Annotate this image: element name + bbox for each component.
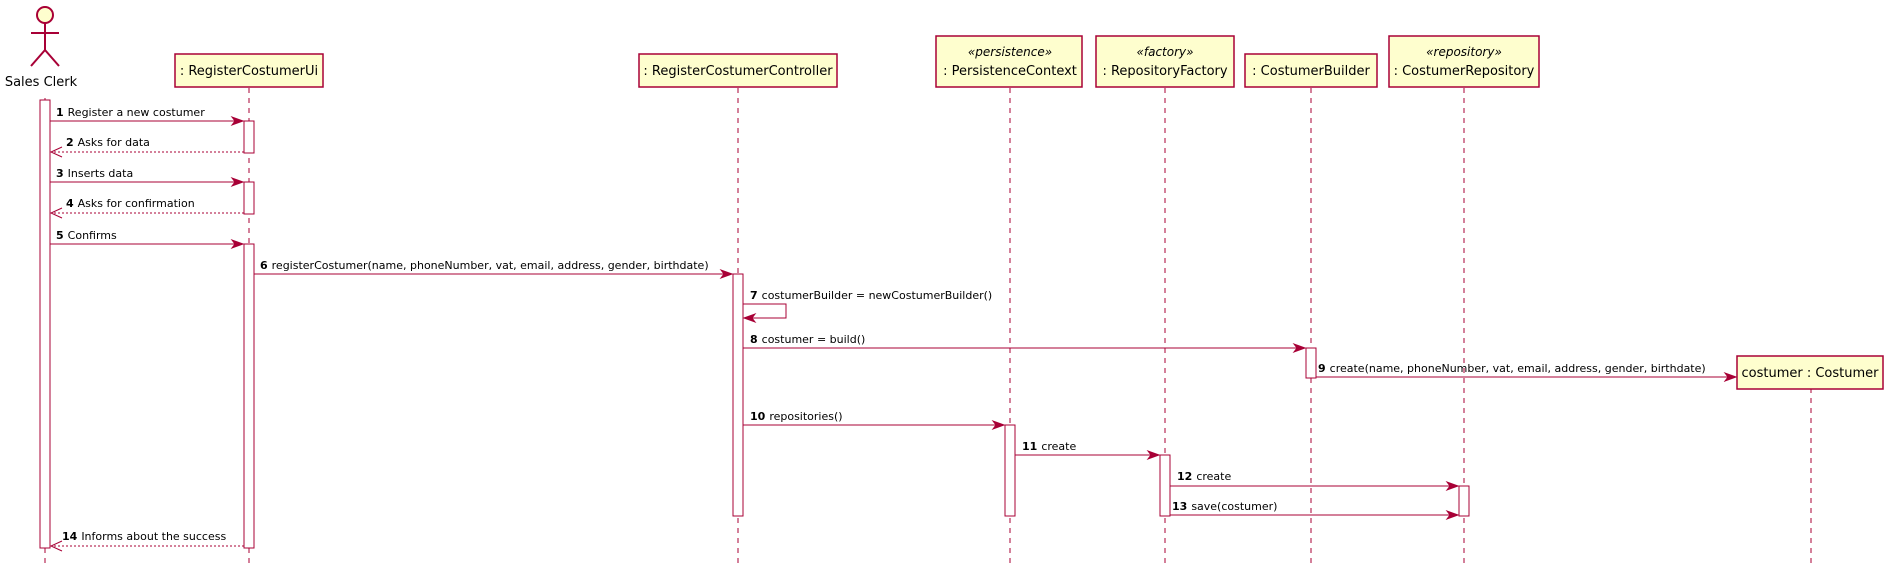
arrow-left-icon xyxy=(49,540,63,552)
participant-register-costumer-controller: : RegisterCostumerController xyxy=(638,53,838,88)
arrow-right-icon xyxy=(1146,449,1161,461)
participant-name: : CostumerBuilder xyxy=(1252,64,1370,79)
participant-costumer-builder: : CostumerBuilder xyxy=(1244,53,1378,88)
activation-repository xyxy=(1458,485,1470,517)
arrow-right-icon xyxy=(1292,342,1307,354)
actor-head-icon xyxy=(36,6,54,24)
participant-register-costumer-ui: : RegisterCostumerUi xyxy=(174,53,324,88)
activation-builder xyxy=(1305,347,1317,379)
activation-ui-2 xyxy=(243,181,255,215)
participant-name: : CostumerRepository xyxy=(1394,64,1535,79)
activation-factory xyxy=(1159,454,1171,517)
actor-right-leg xyxy=(44,49,60,67)
participant-repository-factory: «factory» : RepositoryFactory xyxy=(1095,35,1235,88)
actor-sales-clerk: Sales Clerk xyxy=(5,6,78,90)
participant-costumer: costumer : Costumer xyxy=(1736,355,1884,390)
participant-name: : RegisterCostumerUi xyxy=(180,64,318,79)
activation-ui-1 xyxy=(243,120,255,154)
participant-name: costumer : Costumer xyxy=(1741,366,1879,381)
participant-name: : RepositoryFactory xyxy=(1102,64,1227,79)
arrow-left-icon xyxy=(49,146,63,158)
actor-left-leg xyxy=(30,49,46,67)
participant-name: : RegisterCostumerController xyxy=(643,64,833,79)
arrow-right-icon xyxy=(1445,480,1460,492)
activation-persistence xyxy=(1004,424,1016,517)
arrow-right-icon xyxy=(230,238,245,250)
arrow-right-icon xyxy=(1445,509,1460,521)
participant-stereotype: «persistence» xyxy=(968,45,1052,59)
arrow-right-icon xyxy=(991,419,1006,431)
participant-persistence-context: «persistence» : PersistenceContext xyxy=(935,35,1083,88)
arrow-right-icon xyxy=(230,176,245,188)
participant-costumer-repository: «repository» : CostumerRepository xyxy=(1388,35,1540,88)
actor-name: Sales Clerk xyxy=(5,75,78,90)
activation-ui-3 xyxy=(243,243,255,549)
arrow-right-icon xyxy=(1723,371,1738,383)
participant-stereotype: «factory» xyxy=(1136,45,1193,59)
activation-sales-clerk xyxy=(39,99,51,549)
arrow-left-icon xyxy=(49,207,63,219)
participant-stereotype: «repository» xyxy=(1426,45,1502,59)
arrow-right-icon xyxy=(719,268,734,280)
activation-controller xyxy=(732,273,744,517)
participant-name: : PersistenceContext xyxy=(943,64,1077,79)
arrow-left-icon xyxy=(742,312,757,324)
arrow-right-icon xyxy=(230,115,245,127)
